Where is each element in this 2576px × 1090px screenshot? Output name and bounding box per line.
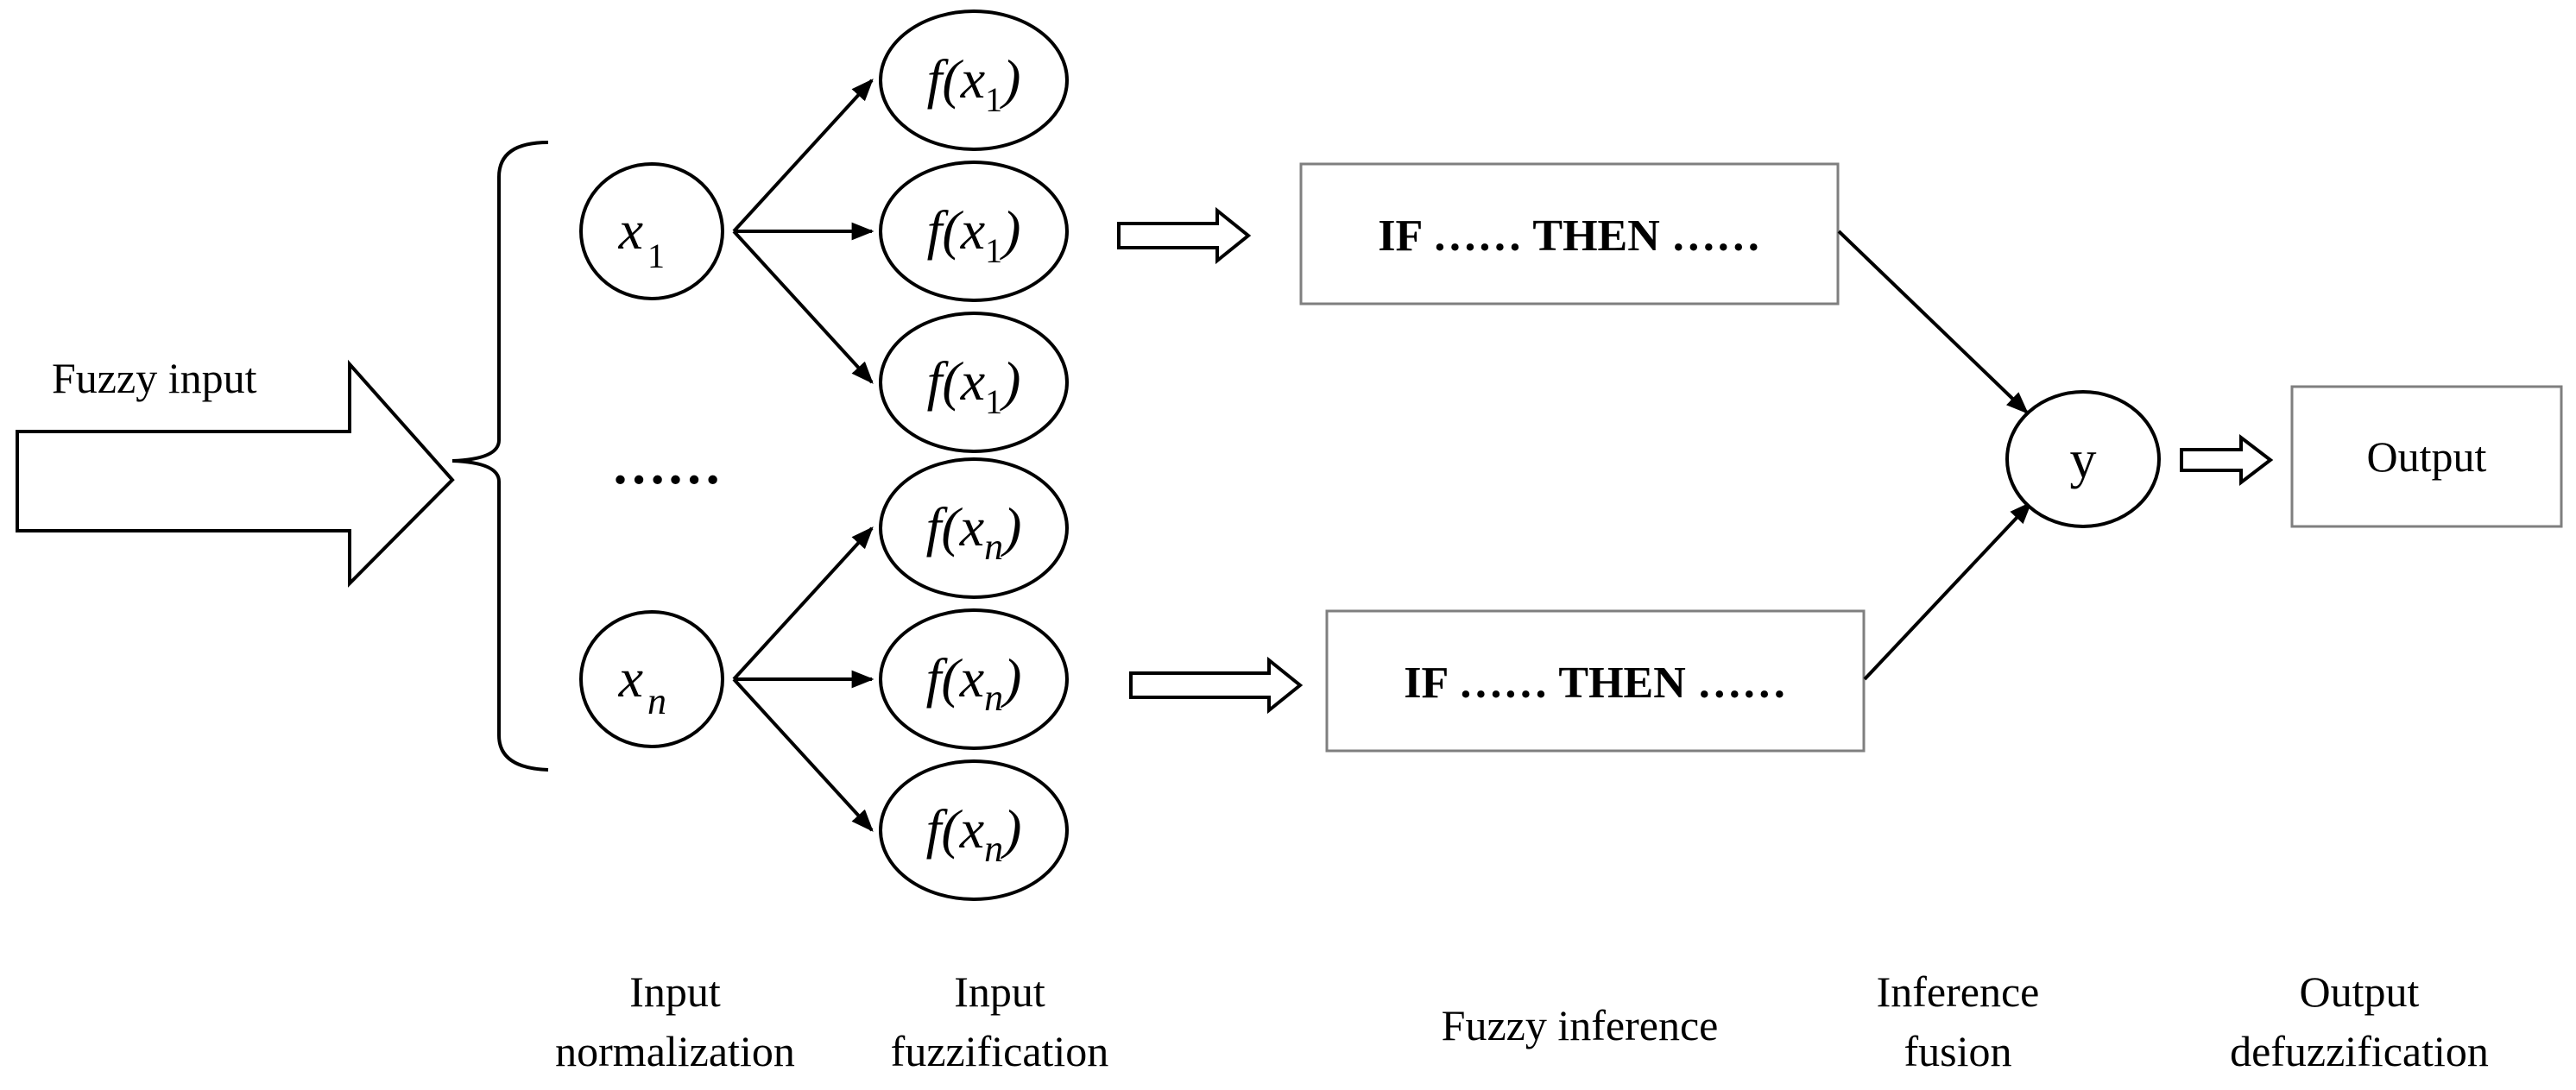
edge-x1-f3 xyxy=(732,230,874,384)
svg-text:Output: Output xyxy=(2367,432,2487,481)
fusion-node-y: y xyxy=(2005,390,2161,528)
svg-text:Input: Input xyxy=(954,967,1045,1016)
stage-label-defuzzification: Output defuzzification xyxy=(2230,967,2489,1075)
node-f-x1-a: f(x1) xyxy=(879,9,1069,151)
node-f-xn-a: f(xn) xyxy=(879,457,1069,599)
svg-text:f(x1): f(x1) xyxy=(927,199,1021,270)
svg-text:f(xn): f(xn) xyxy=(926,496,1022,568)
input-brace xyxy=(451,141,549,772)
svg-text:f(x1): f(x1) xyxy=(927,350,1021,421)
svg-text:x: x xyxy=(618,647,643,709)
node-f-xn-b: f(xn) xyxy=(879,608,1069,750)
ellipsis: …… xyxy=(611,434,722,495)
edge-rule2-y xyxy=(1863,501,2032,681)
stage-label-fuzzification: Input fuzzification xyxy=(891,967,1109,1075)
svg-text:fuzzification: fuzzification xyxy=(891,1027,1109,1075)
svg-text:normalization: normalization xyxy=(555,1027,795,1075)
edge-xn-f3 xyxy=(732,677,874,832)
svg-text:Fuzzy inference: Fuzzy inference xyxy=(1442,1001,1719,1049)
node-f-x1-c: f(x1) xyxy=(879,312,1069,453)
stage-label-normalization: Input normalization xyxy=(555,967,795,1075)
svg-text:1: 1 xyxy=(647,236,665,275)
node-f-x1-b: f(x1) xyxy=(879,161,1069,302)
edge-rule1-y xyxy=(1837,230,2029,414)
node-x1: x 1 xyxy=(579,162,724,300)
rule-box-1: IF …… THEN …… xyxy=(1299,162,1840,306)
svg-text:IF …… THEN ……: IF …… THEN …… xyxy=(1378,211,1761,261)
fuzzy-input-label: Fuzzy input xyxy=(52,354,257,402)
fuzzy-input-arrow xyxy=(16,359,455,588)
edge-xn-f1 xyxy=(732,526,874,681)
stage-label-fusion: Inference fusion xyxy=(1877,967,2040,1075)
svg-text:IF …… THEN ……: IF …… THEN …… xyxy=(1404,658,1787,708)
to-rule-1-arrow xyxy=(1117,206,1252,265)
svg-text:Output: Output xyxy=(2300,967,2420,1016)
svg-text:defuzzification: defuzzification xyxy=(2230,1027,2489,1075)
edge-x1-f1 xyxy=(732,79,874,233)
svg-text:Input: Input xyxy=(629,967,721,1016)
to-output-arrow xyxy=(2180,433,2274,487)
svg-text:y: y xyxy=(2070,431,2097,489)
svg-text:f(xn): f(xn) xyxy=(926,647,1022,719)
svg-text:f(xn): f(xn) xyxy=(926,798,1022,870)
node-f-xn-c: f(xn) xyxy=(879,759,1069,901)
svg-text:x: x xyxy=(618,199,643,261)
node-xn: x n xyxy=(579,610,724,748)
svg-text:Inference: Inference xyxy=(1877,967,2040,1016)
stage-label-inference: Fuzzy inference xyxy=(1442,1001,1719,1049)
svg-text:n: n xyxy=(647,680,666,722)
svg-text:f(x1): f(x1) xyxy=(927,48,1021,119)
rule-box-2: IF …… THEN …… xyxy=(1325,609,1866,753)
output-box: Output xyxy=(2290,385,2563,528)
svg-text:fusion: fusion xyxy=(1904,1027,2012,1075)
to-rule-2-arrow xyxy=(1129,656,1304,715)
